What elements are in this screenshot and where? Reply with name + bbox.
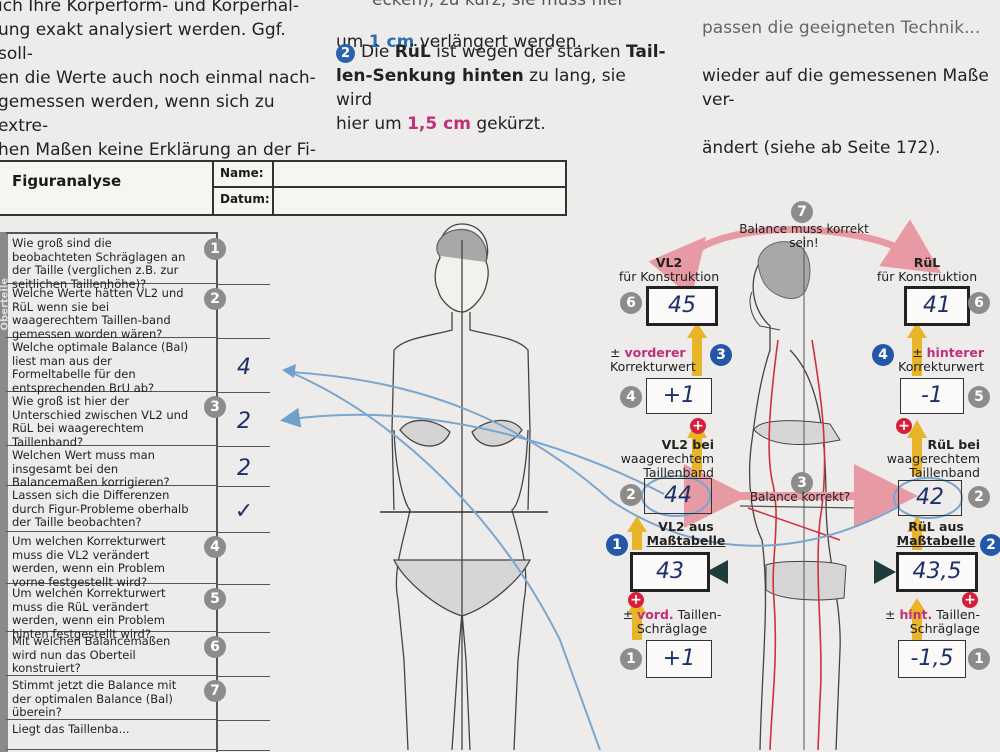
answer-field[interactable] — [218, 234, 270, 285]
vl2-korr-blue-badge: 3 — [710, 344, 732, 366]
question-row: Um welchen Korrekturwert muss die VL2 ve… — [6, 532, 216, 588]
vl2-waag-badge: 2 — [620, 484, 642, 506]
question-row: Lassen sich die Differenzen durch Figur-… — [6, 486, 216, 532]
question-text: Lassen sich die Differenzen durch Figur-… — [12, 488, 189, 529]
rul-korr-blue-badge: 4 — [872, 344, 894, 366]
balance-top-label: Balance muss korrekt sein! — [739, 222, 869, 250]
vl2-plus-1: + — [690, 418, 706, 434]
rul-konstr-badge: 6 — [968, 292, 990, 314]
date-label: Datum: — [220, 192, 270, 206]
answer-field[interactable] — [218, 532, 270, 585]
left-paragraph: ich Ihre Körperform- und Körperhal- ung … — [0, 0, 316, 184]
question-list: Wie groß sind die beobachteten Schräglag… — [0, 232, 280, 752]
question-row: Mit welchen Balancemaßen wird nun das Ob… — [6, 632, 216, 676]
vl2-korr-value: +1 — [646, 378, 712, 414]
rul-schr-value: -1,5 — [898, 640, 966, 678]
answer-field[interactable]: 2 — [218, 446, 270, 487]
balance-mid-label: Balance korrekt? — [749, 490, 851, 504]
rul-waag-badge: 2 — [968, 486, 990, 508]
balance-top-badge: 7 — [791, 201, 813, 223]
question-number-badge: 7 — [204, 680, 226, 702]
question-number-badge: 3 — [204, 396, 226, 418]
question-number-badge: 2 — [204, 288, 226, 310]
middle-text-line1: ecken), zu kurz, sie muss hier — [372, 0, 625, 10]
answer-field[interactable] — [218, 584, 270, 633]
answer-field[interactable]: ✓ — [218, 486, 270, 533]
form-title: Figuranalyse — [12, 172, 122, 190]
rul-schr-label: ± hint. Taillen-Schräglage — [884, 607, 980, 636]
question-text: Um welchen Korrekturwert muss die VL2 ve… — [12, 534, 166, 589]
question-row: Welchen Wert muss man insgesamt bei den … — [6, 446, 216, 489]
right-text: passen die geeigneten Technik... wieder … — [702, 18, 989, 158]
question-text: Welche optimale Balance (Bal) liest man … — [12, 340, 189, 395]
question-row: Wie groß sind die beobachteten Schräglag… — [6, 234, 216, 290]
vl2-plus-2: + — [628, 592, 644, 608]
question-row: Welche Werte hätten VL2 und RüL wenn sie… — [6, 284, 216, 341]
question-text: Um welchen Korrekturwert muss die RüL ve… — [12, 586, 166, 641]
question-text: Wie groß sind die beobachteten Schräglag… — [12, 236, 186, 291]
question-text: Wie groß ist hier der Unterschied zwisch… — [12, 394, 189, 449]
question-text: Stimmt jetzt die Balance mit der optimal… — [12, 678, 177, 719]
rul-waag-value: 42 — [898, 480, 962, 516]
answer-field[interactable] — [218, 284, 270, 339]
vl2-schr-label: ± vord. Taillen-Schräglage — [622, 607, 722, 636]
rul-plus-1: + — [896, 418, 912, 434]
question-number-badge: 6 — [204, 636, 226, 658]
name-label: Name: — [220, 166, 264, 180]
vl2-schr-value: +1 — [646, 640, 712, 678]
vl2-waag-value: 44 — [644, 478, 712, 514]
answer-field[interactable]: 4 — [218, 338, 270, 393]
balance-mid-badge: 3 — [791, 472, 813, 494]
answer-field[interactable]: 2 — [218, 392, 270, 447]
rul-mass-badge: 2 — [980, 534, 1000, 556]
vl2-mass-value: 43 — [630, 552, 710, 592]
question-text: Mit welchen Balancemaßen wird nun das Ob… — [12, 634, 171, 675]
question-row: Wie groß ist hier der Unterschied zwisch… — [6, 392, 216, 449]
rul-korr-value: -1 — [900, 378, 964, 414]
question-row: Um welchen Korrekturwert muss die RüL ve… — [6, 584, 216, 640]
rul-plus-2: + — [962, 592, 978, 608]
answer-field[interactable] — [218, 676, 270, 721]
rul-schr-badge: 1 — [968, 648, 990, 670]
front-figure — [380, 223, 548, 750]
vl2-konstr-value: 45 — [646, 286, 718, 326]
question-number-badge: 1 — [204, 238, 226, 260]
vl2-konstr-badge: 6 — [620, 292, 642, 314]
question-text: Liegt das Taillenba... — [12, 722, 130, 736]
vl2-mass-badge: 1 — [606, 534, 628, 556]
vl2-korr-badge: 4 — [620, 386, 642, 408]
form-side-tab — [0, 232, 8, 752]
form-header-box: Figuranalyse Name: Datum: — [0, 160, 567, 216]
question-text: Welchen Wert muss man insgesamt bei den … — [12, 448, 170, 489]
question-number-badge: 5 — [204, 588, 226, 610]
question-row: Stimmt jetzt die Balance mit der optimal… — [6, 676, 216, 720]
vl2-schr-badge: 1 — [620, 648, 642, 670]
answer-field[interactable] — [218, 632, 270, 677]
question-row: Welche optimale Balance (Bal) liest man … — [6, 338, 216, 395]
note-2-badge: 2 — [336, 44, 355, 63]
question-number-badge: 4 — [204, 536, 226, 558]
rul-mass-value: 43,5 — [896, 552, 978, 592]
rul-korr-badge: 5 — [968, 386, 990, 408]
question-text: Welche Werte hätten VL2 und RüL wenn sie… — [12, 286, 184, 341]
rul-konstr-value: 41 — [904, 286, 970, 326]
